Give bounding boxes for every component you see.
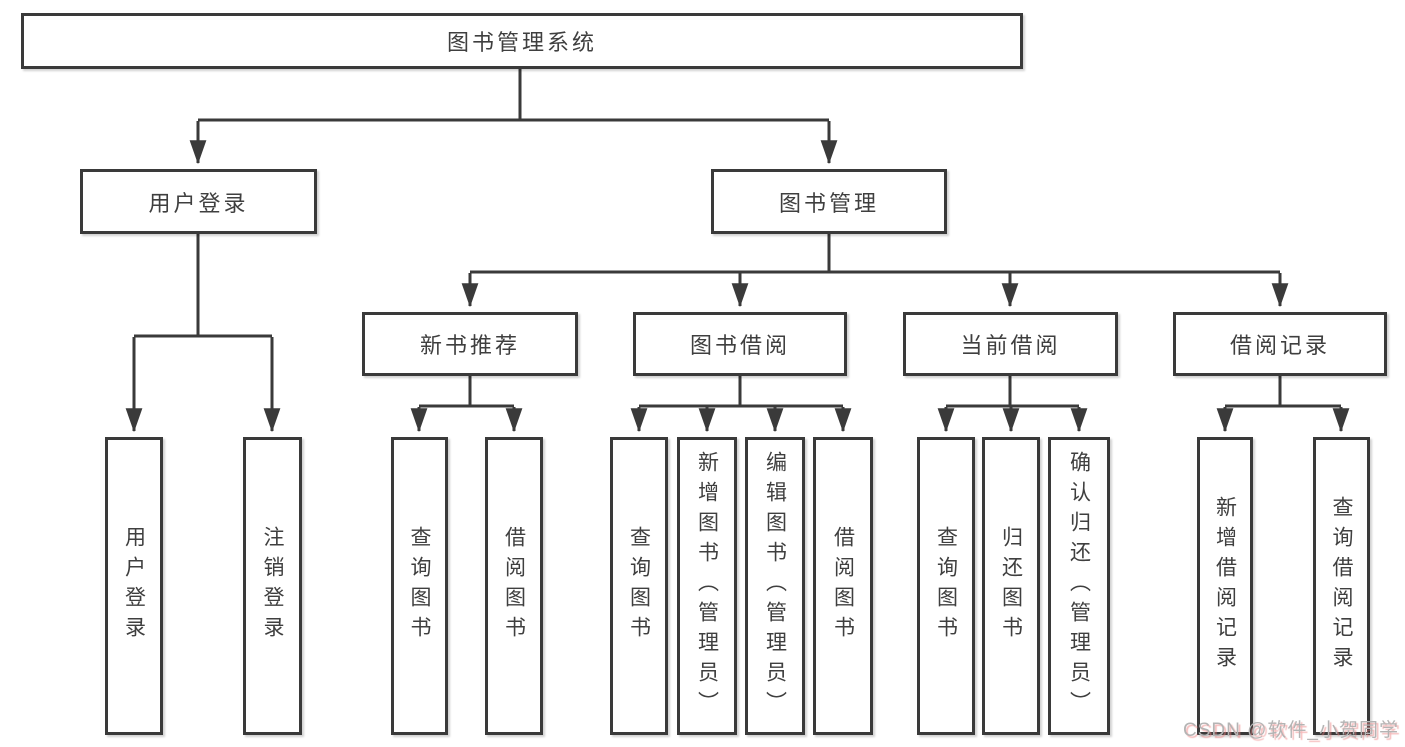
node-label: 查询借阅记录 <box>1330 496 1353 676</box>
node-label: 查询图书 <box>627 526 651 646</box>
connector-records-children <box>1216 376 1350 433</box>
connector-current-children <box>937 376 1088 433</box>
node-label: 新增图书（管理员） <box>695 451 719 721</box>
connector-book-mgmt-children <box>461 234 1289 308</box>
leaf-add-borrow-record: 新增借阅记录 <box>1197 437 1253 735</box>
leaf-query-books-borrowing: 查询图书 <box>610 437 668 735</box>
leaf-logout: 注销登录 <box>243 437 302 735</box>
node-label: 新增借阅记录 <box>1213 496 1237 676</box>
connector-borrowing-children <box>630 376 852 433</box>
node-label: 归还图书 <box>999 526 1023 646</box>
connector-new-book-children <box>410 376 523 433</box>
connector-user-login-children <box>125 234 281 433</box>
node-label: 当前借阅 <box>960 333 1061 358</box>
node-label: 图书管理系统 <box>446 30 597 55</box>
node-user-login-branch: 用户登录 <box>80 169 317 234</box>
node-label: 用户登录 <box>122 526 146 646</box>
node-label: 新书推荐 <box>419 333 520 358</box>
leaf-borrow-books-recommend: 借阅图书 <box>485 437 543 735</box>
node-current-borrowing: 当前借阅 <box>903 312 1118 376</box>
leaf-query-books-current: 查询图书 <box>917 437 975 735</box>
leaf-edit-book-admin: 编辑图书（管理员） <box>745 437 805 735</box>
node-book-borrowing: 图书借阅 <box>633 312 847 376</box>
leaf-user-login: 用户登录 <box>105 437 163 735</box>
node-label: 用户登录 <box>148 190 249 216</box>
node-book-management: 图书管理 <box>711 169 947 234</box>
node-label: 借阅图书 <box>502 526 526 646</box>
csdn-watermark: CSDN @软件_小贺同学 <box>1183 720 1399 741</box>
node-label: 确认归还（管理员） <box>1067 451 1091 721</box>
node-library-management-system: 图书管理系统 <box>21 13 1023 69</box>
leaf-return-books: 归还图书 <box>982 437 1040 735</box>
node-label: 查询图书 <box>408 526 431 646</box>
node-borrowing-records: 借阅记录 <box>1173 312 1387 376</box>
leaf-add-book-admin: 新增图书（管理员） <box>677 437 737 735</box>
node-new-book-recommendation: 新书推荐 <box>362 312 578 376</box>
leaf-query-borrow-record: 查询借阅记录 <box>1313 437 1370 735</box>
node-label: 借阅图书 <box>831 526 855 646</box>
connector-root-to-level2 <box>189 68 838 165</box>
leaf-confirm-return-admin: 确认归还（管理员） <box>1048 437 1110 735</box>
node-label: 图书借阅 <box>689 333 790 358</box>
leaf-query-books-recommend: 查询图书 <box>391 437 448 735</box>
node-label: 注销登录 <box>261 526 284 646</box>
node-label: 编辑图书（管理员） <box>763 451 787 721</box>
node-label: 图书管理 <box>778 190 879 216</box>
leaf-borrow-books: 借阅图书 <box>813 437 873 735</box>
node-label: 借阅记录 <box>1229 333 1330 358</box>
node-label: 查询图书 <box>934 526 958 646</box>
